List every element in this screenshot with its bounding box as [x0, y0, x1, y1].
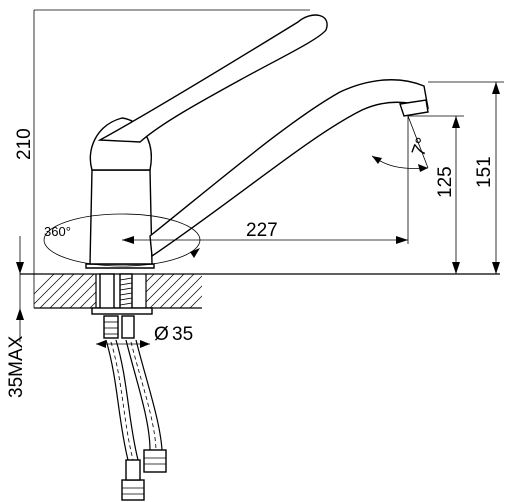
diameter-symbol: Ø [154, 324, 169, 345]
flexible-hoses [105, 339, 167, 501]
lever-handle [97, 14, 328, 143]
spout-reach-label: 227 [246, 220, 278, 241]
rotation-label: 360° [44, 224, 71, 239]
dimension-spout-reach: 227 [122, 220, 408, 244]
outlet-height-label: 125 [435, 166, 456, 198]
spout [149, 79, 429, 258]
countertop-section [20, 273, 500, 309]
max-thickness-label: 35MAX [6, 335, 27, 398]
spout-angle-indicator: 7° [371, 115, 434, 244]
rotation-indicator: 360° [43, 213, 201, 267]
dimension-hole-diameter: Ø 35 [96, 324, 193, 348]
total-height-label: 210 [14, 128, 35, 160]
spout-angle-label: 7° [408, 135, 434, 159]
dimension-spout-height: 151 [428, 81, 504, 274]
dimension-outlet-height: 125 [408, 115, 464, 274]
mounting-rod [91, 273, 153, 339]
hole-diameter-label: 35 [172, 324, 193, 345]
dimension-total-height: 210 [14, 9, 310, 308]
spout-height-label: 151 [474, 156, 495, 188]
dimension-max-thickness: 35MAX [6, 236, 27, 398]
